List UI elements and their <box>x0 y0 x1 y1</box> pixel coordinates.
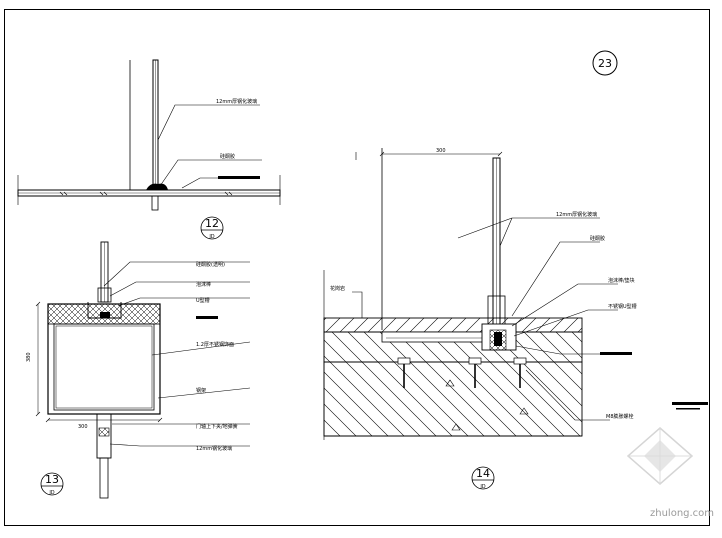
detail-13: 300 380 硅酮胶(透明) 泡沫棒 U型槽 1.2厚不锈钢饰面 钢架 门轴上… <box>26 241 251 499</box>
callout-floor-14: 花岗岩 <box>330 285 345 292</box>
callout-sealant-13: 硅酮胶(透明) <box>196 261 225 268</box>
callout-foam-14: 泡沫棒/垫块 <box>608 277 635 284</box>
callout-base-13: 门轴上下夹/地弹簧 <box>196 423 238 430</box>
label-12-sheet: JD <box>208 234 214 240</box>
detail-12: 12mm厚钢化玻璃 硅酮胶 12 JD <box>17 59 281 240</box>
watermark-text: zhulong.com <box>650 508 714 519</box>
label-14-number: 14 <box>476 467 490 480</box>
detail-label-13: 13 JD <box>40 472 64 496</box>
callout-glass-13: 12mm钢化玻璃 <box>196 445 232 452</box>
callout-glass-14: 12mm厚钢化玻璃 <box>556 211 597 218</box>
anchor-bolts <box>397 357 527 388</box>
label-13-number: 13 <box>45 473 59 486</box>
sheet-number: 23 <box>598 57 612 70</box>
dim-height-13: 380 <box>26 352 32 362</box>
sheet-border <box>4 9 710 526</box>
callout-channel-14: 不锈钢U型槽 <box>608 303 637 310</box>
callout-frame-13: 钢架 <box>196 387 206 394</box>
structural-slab-14 <box>323 361 583 437</box>
floor-finish-14 <box>323 317 583 333</box>
detail-14: 300 <box>323 148 637 490</box>
watermark-logo <box>626 427 694 485</box>
dim-width-13: 300 <box>78 424 88 430</box>
label-12-number: 12 <box>205 217 219 230</box>
detail-label-12: 12 JD <box>200 216 224 240</box>
label-13-sheet: JD <box>48 490 54 496</box>
callout-cover-13: 1.2厚不锈钢饰面 <box>196 341 234 348</box>
dim-top-14: 300 <box>436 148 446 154</box>
detail-label-14: 14 JD <box>471 466 495 490</box>
sheet-number-badge: 23 <box>592 50 618 76</box>
callout-sealant-12: 硅酮胶 <box>220 153 235 160</box>
callout-sealant-14: 硅酮胶 <box>590 235 605 242</box>
callout-bolt-14: M8膨胀螺栓 <box>606 413 634 420</box>
label-14-sheet: JD <box>479 484 485 490</box>
callout-foam-13: 泡沫棒 <box>196 281 211 288</box>
callout-glass-12: 12mm厚钢化玻璃 <box>216 98 257 105</box>
callout-channel-13: U型槽 <box>196 297 210 304</box>
